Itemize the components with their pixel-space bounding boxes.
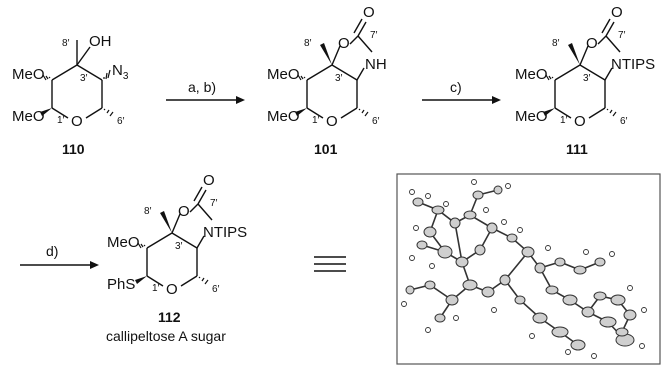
reaction-arrow-d: d): [20, 243, 99, 269]
ring-oxygen-label: O: [574, 113, 586, 130]
carbonyl-oxygen-label: O: [363, 4, 375, 21]
ring-oxygen-carbamate-label: O: [178, 203, 190, 220]
hashed-bond-c6-methyl: [198, 276, 209, 285]
phenylthio-label: PhS: [107, 276, 135, 293]
locant-6: 6′: [117, 116, 125, 127]
locant-6: 6′: [372, 116, 380, 127]
compound-number: 110: [62, 141, 85, 157]
reagent-label: a, b): [188, 79, 216, 95]
wedge-ome-bottom: [543, 108, 555, 116]
ntips-label: NTIPS: [611, 56, 655, 73]
hashed-bond-ome-top: [545, 74, 554, 81]
methoxy-top-label: MeO: [107, 234, 140, 251]
locant-3: 3′: [583, 73, 591, 84]
xray-crystal-structure: [396, 173, 661, 365]
compound-caption: callipeltose A sugar: [106, 328, 226, 344]
hydroxyl-label: OH: [89, 33, 112, 50]
compound-111: O O NTIPS MeO MeO O 8′ 7′ 3′ 1′ 6′ 111: [515, 4, 655, 157]
compound-101: O O NH MeO MeO O 8′ 7′ 3′ 1′ 6′ 101: [267, 4, 387, 157]
hashed-bond-c6-methyl: [606, 108, 617, 117]
compound-110: OH N3 MeO MeO O 8′ 3′ 1′ 6′ 110: [12, 33, 129, 157]
equivalence-sign: [314, 256, 346, 272]
hashed-bond-ome-top: [137, 242, 146, 249]
hashed-bond-c6-methyl: [358, 108, 369, 117]
ring-oxygen-label: O: [166, 281, 178, 298]
locant-6: 6′: [212, 284, 220, 295]
ring-oxygen-carbamate-label: O: [586, 35, 598, 52]
methoxy-bottom-label: MeO: [12, 108, 45, 125]
compound-112: O O NTIPS MeO PhS O 8′ 7′ 3′ 1′ 6′ 112 c…: [106, 172, 247, 344]
compound-number: 112: [158, 309, 181, 325]
locant-7: 7′: [210, 198, 218, 209]
xray-hydrogens: [401, 179, 647, 359]
hashed-bond-n3: [103, 69, 111, 80]
wedge-methyl: [568, 43, 580, 65]
locant-7: 7′: [370, 30, 378, 41]
locant-8: 8′: [62, 38, 70, 49]
wedge-ome-bottom: [40, 108, 52, 116]
methoxy-bottom-label: MeO: [515, 108, 548, 125]
methoxy-top-label: MeO: [267, 66, 300, 83]
nh-label: NH: [365, 56, 387, 73]
locant-6: 6′: [620, 116, 628, 127]
locant-8: 8′: [552, 38, 560, 49]
carbonyl-oxygen-label: O: [203, 172, 215, 189]
reaction-arrow-c: c): [422, 79, 501, 104]
locant-3: 3′: [175, 241, 183, 252]
reagent-label: c): [450, 79, 462, 95]
compound-number: 101: [314, 141, 338, 157]
methoxy-top-label: MeO: [12, 66, 45, 83]
reagent-label: d): [46, 243, 58, 259]
ring-oxygen-label: O: [71, 113, 83, 130]
xray-atoms: [405, 185, 637, 351]
carbonyl-oxygen-label: O: [611, 4, 623, 21]
locant-1: 1′: [312, 115, 320, 126]
locant-3: 3′: [335, 73, 343, 84]
methoxy-bottom-label: MeO: [267, 108, 300, 125]
methoxy-top-label: MeO: [515, 66, 548, 83]
locant-8: 8′: [304, 38, 312, 49]
reaction-arrow-ab: a, b): [166, 79, 245, 104]
hashed-bond-c6-methyl: [103, 108, 114, 117]
wedge-methyl: [320, 43, 332, 65]
locant-1: 1′: [560, 115, 568, 126]
locant-1: 1′: [152, 283, 160, 294]
wedge-ome-bottom: [295, 108, 307, 116]
locant-7: 7′: [618, 30, 626, 41]
hashed-bond-ome-top: [297, 74, 306, 81]
hashed-bond-ome-top: [42, 74, 51, 81]
compound-number: 111: [566, 141, 588, 157]
locant-3: 3′: [80, 73, 88, 84]
ring-oxygen-label: O: [326, 113, 338, 130]
wedge-methyl: [160, 211, 172, 233]
locant-8: 8′: [144, 206, 152, 217]
ring-oxygen-carbamate-label: O: [338, 35, 350, 52]
locant-1: 1′: [57, 115, 65, 126]
azide-label: N3: [112, 62, 129, 82]
wedge-sph: [135, 276, 147, 284]
ntips-label: NTIPS: [203, 224, 247, 241]
